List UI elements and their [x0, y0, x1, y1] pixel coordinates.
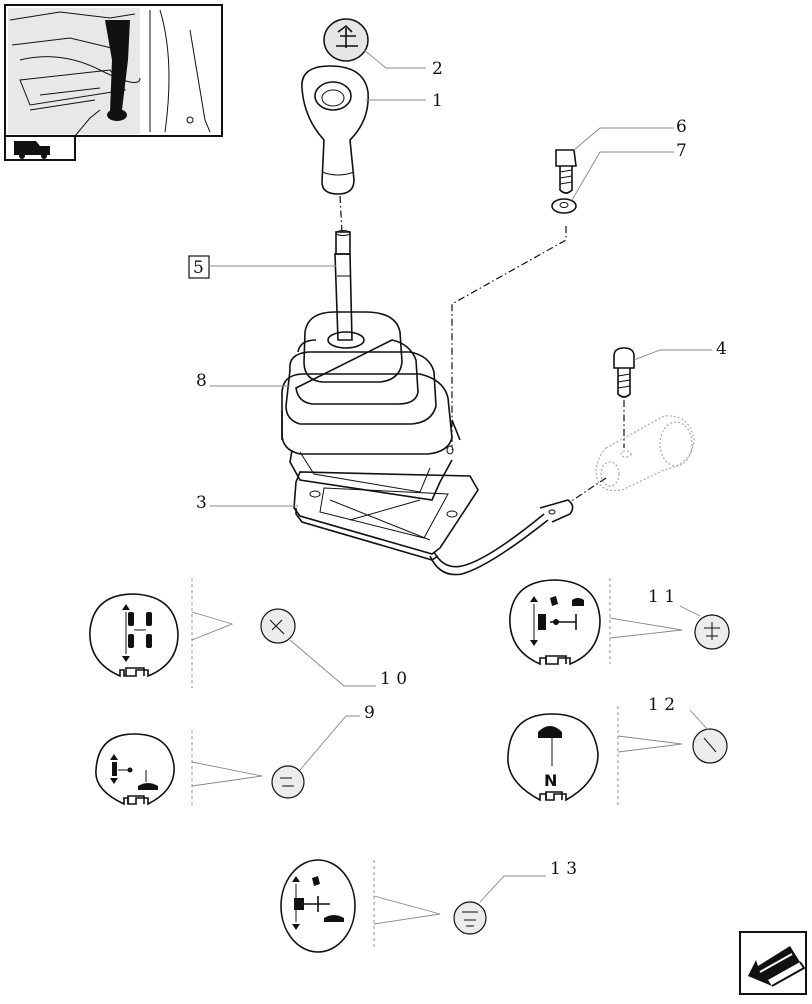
previous-page-arrow-icon[interactable]	[739, 931, 807, 995]
label-10: 1 0	[380, 669, 407, 689]
shift-pattern-decal-9	[95, 733, 175, 806]
location-thumbnail[interactable]	[4, 4, 223, 161]
knob-decal-11	[694, 614, 730, 650]
label-4: 4	[716, 339, 727, 359]
shift-pattern-decal-13	[280, 859, 356, 953]
gear-lever-boot	[281, 311, 461, 501]
gear-lever-base-plate	[293, 471, 479, 561]
label-5: 5	[193, 258, 204, 278]
knob-decal-10	[260, 608, 296, 644]
linkage-rod	[429, 499, 574, 576]
label-8: 8	[196, 371, 207, 391]
knob-decal-12	[692, 728, 728, 764]
shift-pattern-decal-11	[509, 579, 601, 666]
gear-lever-knob	[301, 65, 369, 195]
washer-7	[551, 198, 577, 214]
knob-decal-13	[453, 901, 487, 935]
bolt-6	[555, 149, 577, 194]
neutral-letter: N	[544, 771, 557, 790]
label-12: 1 2	[648, 695, 675, 715]
label-1: 1	[432, 91, 443, 111]
label-9: 9	[364, 703, 375, 723]
knob-cap-decal	[323, 18, 369, 62]
shift-pattern-decal-10	[89, 593, 179, 678]
label-11: 1 1	[648, 587, 675, 607]
label-7: 7	[676, 141, 687, 161]
neutral-decal-12: N	[507, 713, 599, 802]
gear-lever-rod	[334, 230, 353, 341]
label-3: 3	[196, 493, 207, 513]
bolt-4	[613, 347, 635, 398]
label-6: 6	[676, 117, 687, 137]
tractor-cab-location-icon	[14, 141, 50, 159]
knob-decal-9	[271, 765, 305, 799]
rod-coupling	[595, 415, 695, 492]
label-13: 1 3	[550, 859, 577, 879]
label-2: 2	[432, 59, 443, 79]
